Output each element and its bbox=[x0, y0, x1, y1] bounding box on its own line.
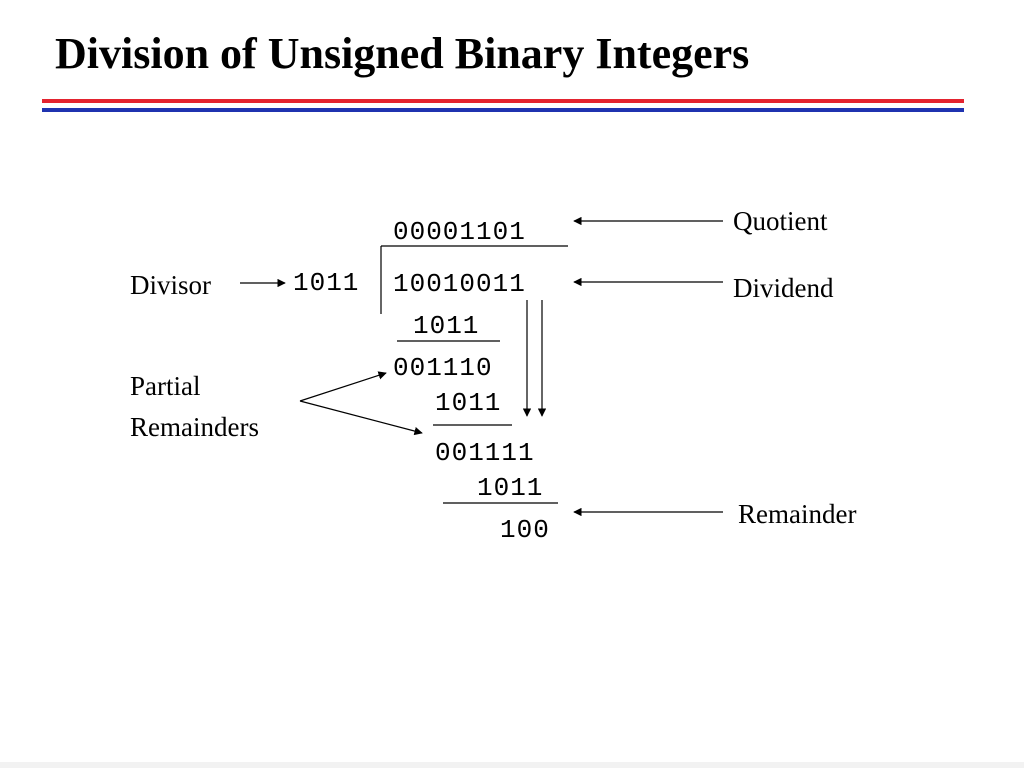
subtrahend-1: 1011 bbox=[413, 311, 480, 341]
quotient-label: Quotient bbox=[733, 206, 828, 236]
dividend-label: Dividend bbox=[733, 273, 834, 303]
subtrahend-2: 1011 bbox=[435, 388, 502, 418]
divisor-value: 1011 bbox=[293, 268, 360, 298]
title-rule-red bbox=[42, 99, 964, 103]
remainder-label: Remainder bbox=[738, 499, 857, 529]
subtrahend-3: 1011 bbox=[477, 473, 544, 503]
footer-band bbox=[0, 762, 1024, 768]
quotient-value: 00001101 bbox=[393, 217, 526, 247]
dividend-value: 10010011 bbox=[393, 269, 526, 299]
partial-remainders-label: Partial Remainders bbox=[130, 366, 259, 448]
partial-remainders-line-2: Remainders bbox=[130, 412, 259, 443]
partial-remainders-line-1: Partial bbox=[130, 371, 201, 401]
slide-title: Division of Unsigned Binary Integers bbox=[55, 29, 750, 78]
partial-remainder-arrow-upper bbox=[299, 371, 387, 402]
title-rule-blue bbox=[42, 108, 964, 112]
partial-remainder-1: 001110 bbox=[393, 353, 493, 383]
partial-remainder-arrow-lower bbox=[299, 400, 423, 436]
remainder-value: 100 bbox=[500, 515, 550, 545]
divisor-label: Divisor bbox=[130, 270, 211, 300]
partial-remainder-2: 001111 bbox=[435, 438, 535, 468]
